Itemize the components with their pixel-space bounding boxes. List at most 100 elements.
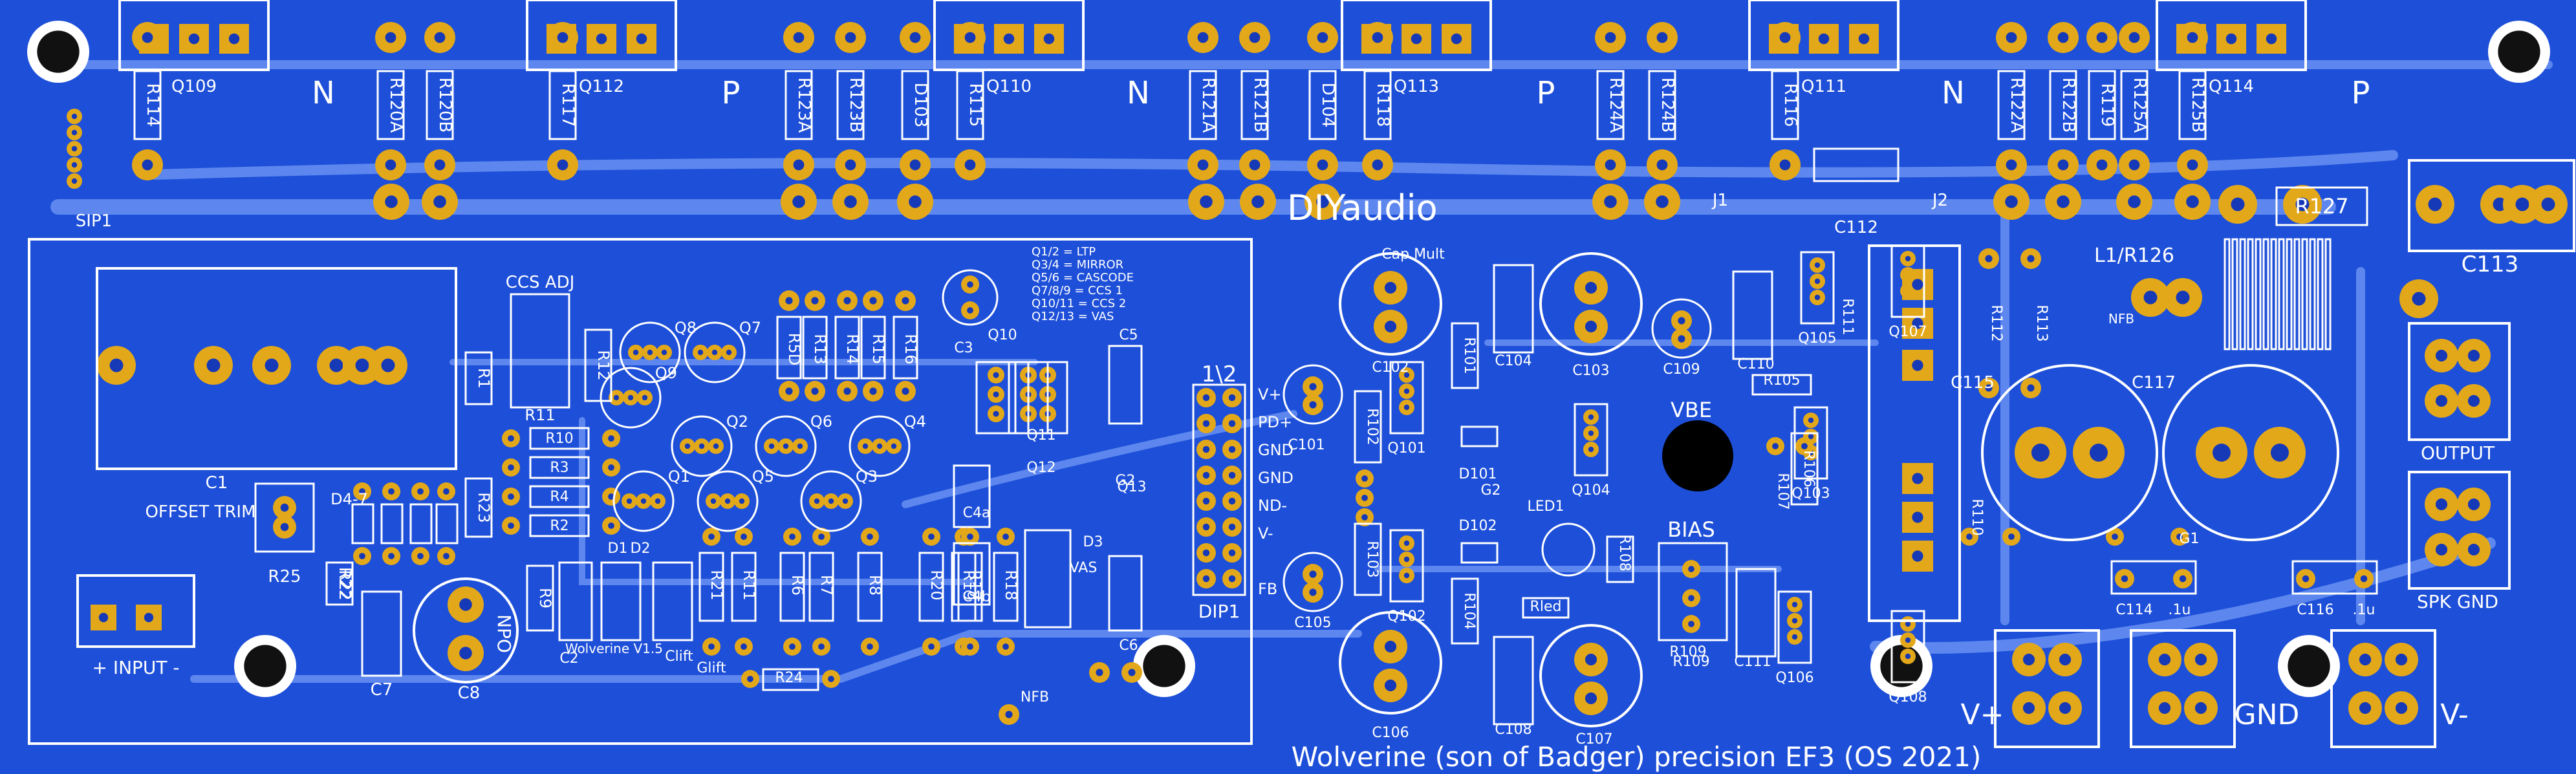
input-label: + INPUT - (92, 657, 179, 678)
resistor-label: R9 (536, 588, 554, 608)
transistor-label: Q3 (856, 468, 878, 486)
resistor-label: R14 (843, 334, 861, 364)
part-label: R102 (1364, 408, 1380, 445)
pad-drill (1384, 320, 1397, 333)
cap-label: C117 (2132, 373, 2176, 392)
version-label: Wolverine V1.5 (565, 641, 663, 656)
coil-turn (2224, 238, 2231, 350)
component-outline (548, 70, 577, 140)
pad-drill (768, 443, 775, 449)
pad-drill (2467, 543, 2480, 556)
connector-label: J2 (1931, 191, 1948, 210)
resistor-label: R20 (927, 570, 946, 600)
pad-drill (2266, 33, 2277, 45)
coil-turn (2231, 238, 2238, 350)
terminal-label: SPK GND (2417, 591, 2498, 612)
component-outline (1024, 529, 1072, 629)
pad-drill (2231, 197, 2245, 211)
resistor-label: R117 (558, 83, 578, 127)
component-outline (1813, 147, 1900, 182)
pad-drill (845, 32, 856, 43)
resistor-label: R121B (1250, 78, 1270, 133)
dip-pin-label: GND (1258, 441, 1293, 459)
pad-drill (2176, 533, 2183, 540)
component-outline (2330, 629, 2436, 748)
pad-drill (1905, 621, 1911, 627)
pad-drill (1585, 692, 1597, 705)
note-text: Q12/13 = VAS (1032, 310, 1114, 323)
pad-drill (388, 553, 395, 559)
part-label: R105 (1763, 372, 1800, 389)
resistor-label: R19 (960, 570, 978, 600)
transistor-outline (684, 321, 746, 383)
resistor-label: R25 (268, 567, 301, 586)
pad-drill (867, 643, 873, 650)
resistor-label: R118 (1373, 83, 1392, 127)
label-text: Cap Mult (1381, 246, 1445, 263)
pad-drill (608, 493, 614, 500)
cap-outline (1339, 252, 1442, 356)
pad-drill (1384, 281, 1397, 294)
component-outline (918, 552, 944, 622)
resistor-label: R120B (435, 78, 455, 133)
pad-drill (2022, 653, 2035, 666)
pad-drill (417, 553, 424, 559)
pad-drill (1403, 404, 1410, 411)
pad-drill (2515, 197, 2529, 211)
pad-drill (818, 533, 825, 540)
pad-drill (843, 297, 851, 305)
resistor-label: R7 (817, 575, 836, 596)
pad-drill (1228, 394, 1236, 402)
pad-drill (828, 676, 834, 682)
resistor-label: R10 (545, 431, 573, 447)
resistor-label: R8 (866, 575, 884, 596)
component-outline (2110, 560, 2197, 595)
pad-drill (1585, 281, 1597, 294)
pad-drill (2435, 349, 2448, 362)
component-outline (1771, 70, 1799, 140)
pad-drill (613, 394, 620, 401)
part-label: NFB (1021, 689, 1049, 705)
part-label: R106 (1801, 450, 1817, 487)
transistor-label: Q9 (655, 364, 677, 382)
component-outline (1658, 542, 1728, 641)
pad-drill (1096, 669, 1103, 676)
pad-drill (385, 195, 398, 208)
pad-drill (142, 159, 153, 171)
pad-drill (1451, 33, 1462, 45)
pad-drill (2096, 32, 2108, 43)
polarity-label: P (2352, 75, 2370, 111)
transistor-label: Q8 (675, 319, 697, 337)
terminal-label: V- (2440, 698, 2468, 731)
pad-drill (739, 498, 745, 504)
pad-drill (2359, 702, 2372, 715)
component-outline (1389, 529, 1424, 603)
dip-pin-label: FB (1258, 580, 1277, 598)
resistor-label: R123A (794, 78, 814, 133)
transistor-label: Q106 (1775, 670, 1813, 686)
pad-drill (1002, 533, 1009, 540)
pad-drill (2031, 444, 2050, 462)
cap-label: C109 (1663, 361, 1700, 378)
mounting-hole (1662, 420, 1733, 491)
pad-drill (1361, 475, 1368, 482)
component-outline (1460, 425, 1499, 447)
pad-drill (71, 129, 78, 136)
component-outline (993, 552, 1019, 622)
component-outline (1240, 70, 1269, 140)
pad-drill (2179, 575, 2187, 583)
pad-drill (1361, 514, 1368, 521)
cap-outline (1283, 364, 1343, 425)
logo-text: DIYaudio (1287, 188, 1438, 228)
inductor-label: L1/R126 (2094, 244, 2174, 267)
sip-label: SIP1 (76, 211, 112, 231)
transistor-label: Q1 (668, 468, 690, 486)
pad-drill (1251, 195, 1264, 208)
transistor-outline (849, 415, 911, 477)
pad-drill (1791, 601, 1798, 608)
heatsink-outline (1868, 244, 1961, 622)
component-outline (558, 561, 593, 641)
transistor-label: Q112 (579, 77, 624, 96)
coil-turn (2293, 238, 2300, 350)
pad-drill (1678, 335, 1685, 343)
